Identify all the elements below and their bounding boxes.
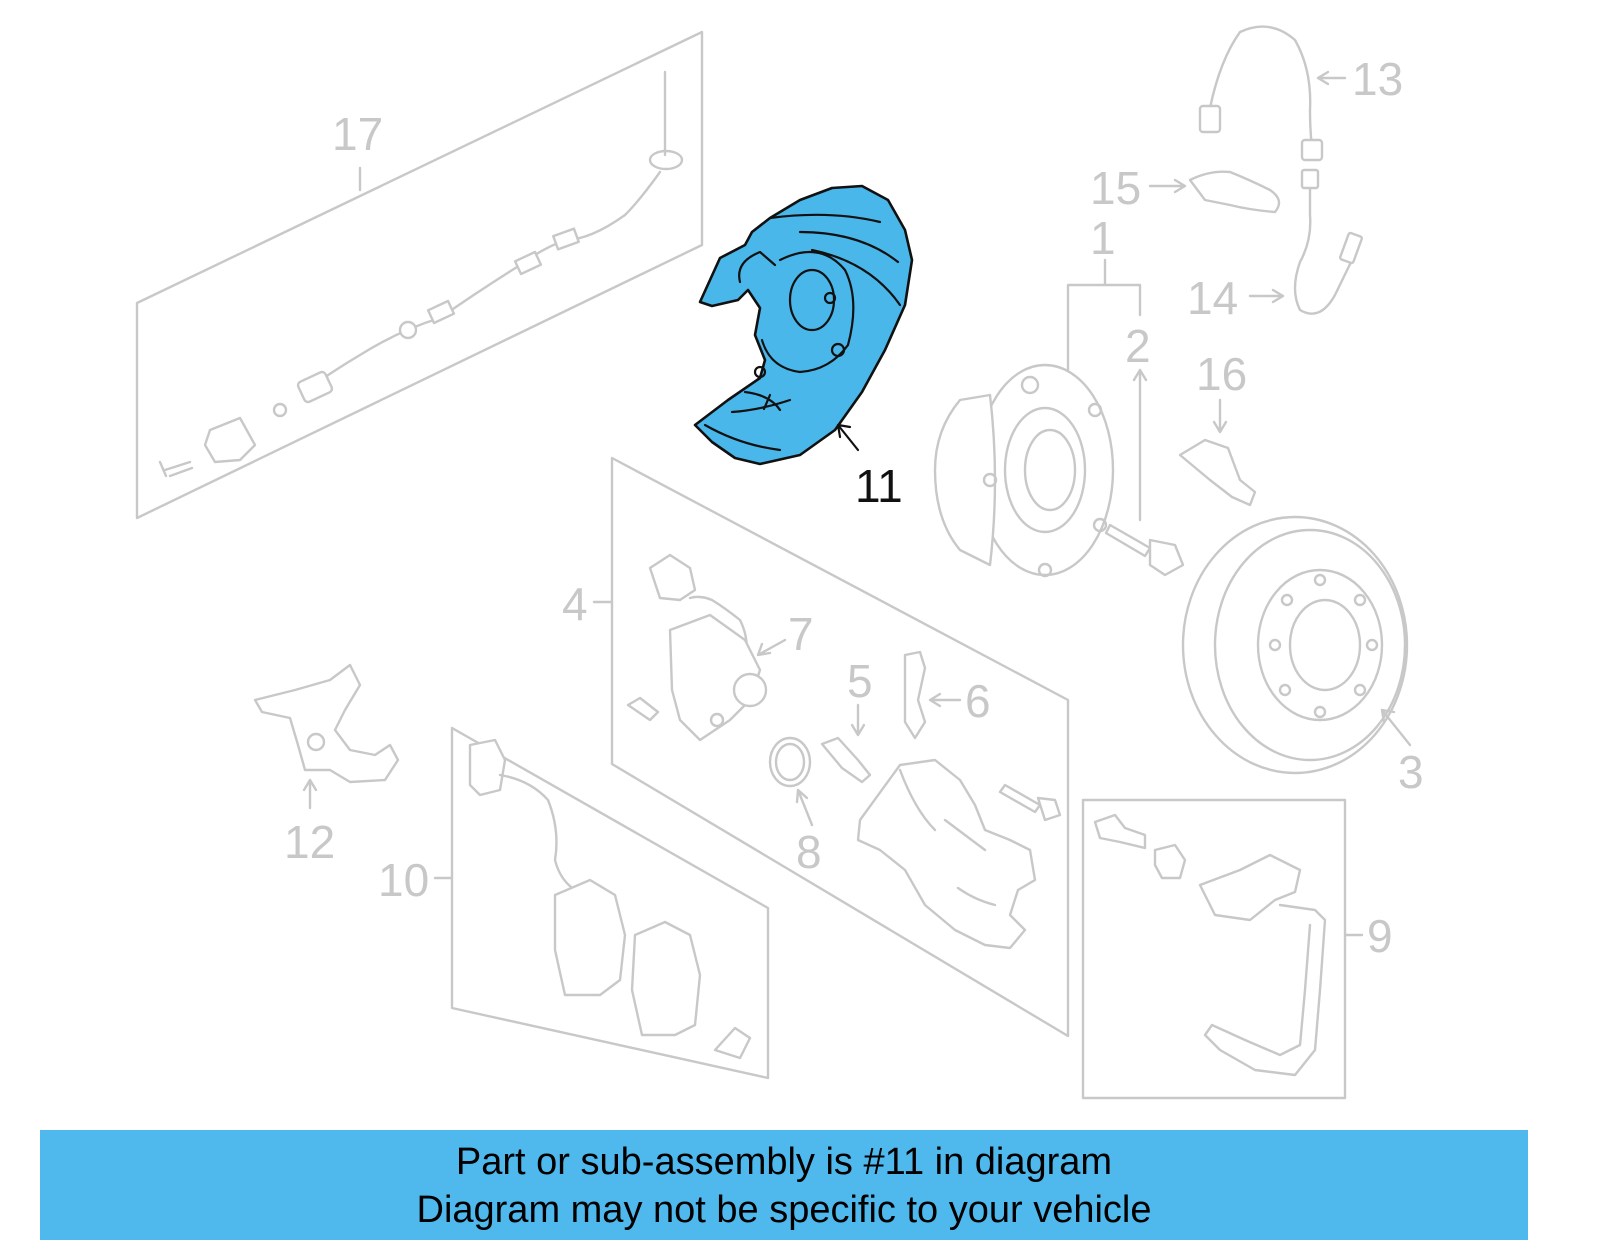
part-17-abs-sensor-panel: 17 bbox=[135, 30, 704, 520]
part-16-sensor: 16 bbox=[1178, 348, 1257, 507]
banner-line-2: Diagram may not be specific to your vehi… bbox=[416, 1189, 1152, 1231]
part-2-bolt: 2 bbox=[1104, 320, 1185, 577]
part-3-brake-rotor: 3 bbox=[1181, 515, 1424, 798]
part-9-hardware-panel: 9 bbox=[1081, 798, 1393, 1100]
svg-text:13: 13 bbox=[1352, 53, 1403, 105]
part-11-splash-shield[interactable]: 11 bbox=[693, 184, 914, 512]
svg-text:9: 9 bbox=[1367, 910, 1393, 962]
svg-text:2: 2 bbox=[1125, 320, 1151, 372]
part-1-wheel-hub: 1 bbox=[933, 212, 1142, 578]
svg-text:5: 5 bbox=[847, 655, 873, 707]
banner-line-1: Part or sub-assembly is #11 in diagram bbox=[455, 1141, 1113, 1183]
part-4-caliper-panel: 4 7 8 5 6 bbox=[562, 456, 1070, 1038]
svg-text:8: 8 bbox=[796, 826, 822, 878]
svg-text:16: 16 bbox=[1196, 348, 1247, 400]
svg-text:15: 15 bbox=[1090, 162, 1141, 214]
part-13-brake-hose: 13 bbox=[1198, 25, 1403, 162]
part-14-brake-line: 14 bbox=[1187, 168, 1364, 324]
part-12-bracket: 12 bbox=[253, 663, 400, 868]
svg-text:1: 1 bbox=[1090, 212, 1116, 264]
part-10-brake-pads-panel: 10 bbox=[378, 726, 770, 1080]
svg-text:7: 7 bbox=[788, 608, 814, 660]
svg-text:11: 11 bbox=[855, 460, 903, 512]
svg-text:17: 17 bbox=[332, 108, 383, 160]
info-banner: Part or sub-assembly is #11 in diagram D… bbox=[40, 1130, 1528, 1240]
svg-text:10: 10 bbox=[378, 854, 429, 906]
svg-text:12: 12 bbox=[284, 816, 335, 868]
svg-text:14: 14 bbox=[1187, 272, 1238, 324]
svg-text:3: 3 bbox=[1398, 746, 1424, 798]
svg-text:4: 4 bbox=[562, 578, 588, 630]
part-15-bracket: 15 bbox=[1090, 162, 1281, 214]
svg-text:6: 6 bbox=[965, 675, 991, 727]
